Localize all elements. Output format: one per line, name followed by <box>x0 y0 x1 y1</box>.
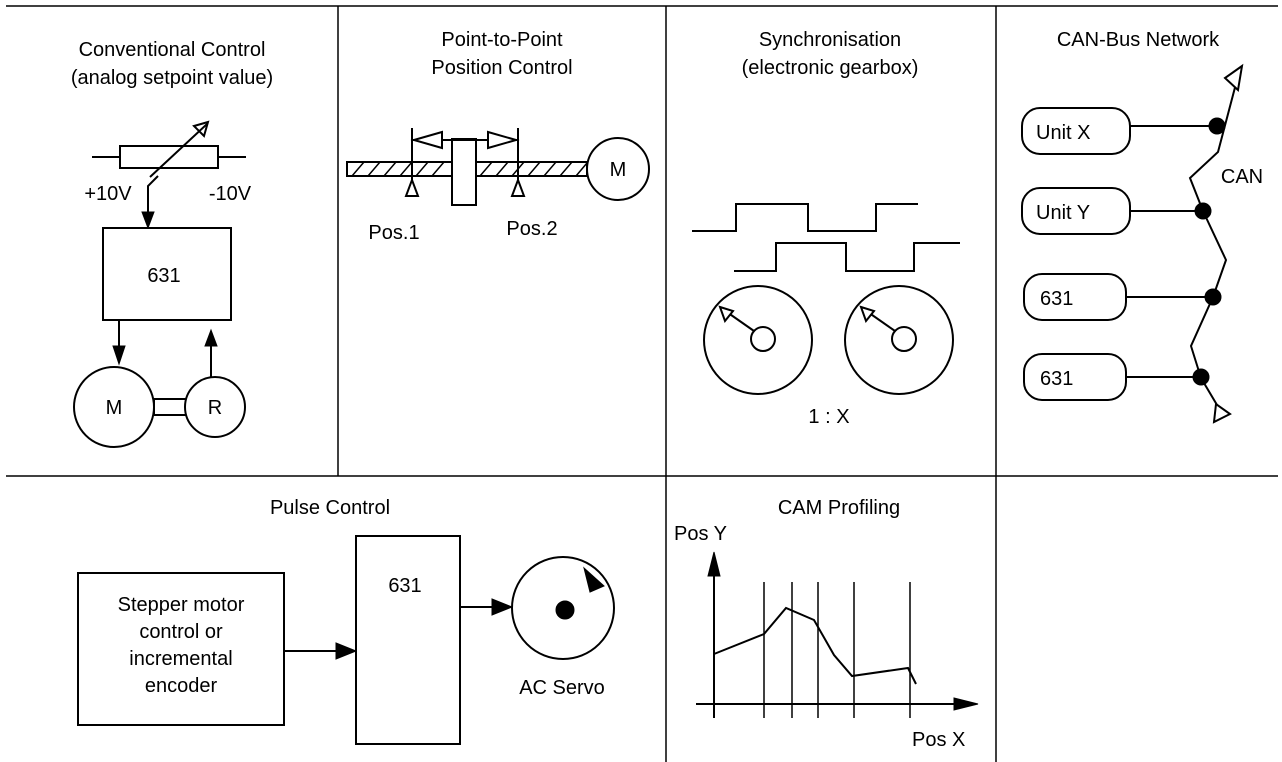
resolver-circle <box>184 376 246 438</box>
gear-disc-right-icon <box>844 285 954 395</box>
wiper-arrow-icon <box>141 211 155 230</box>
can-tap-dot <box>1204 288 1222 306</box>
ac-servo-icon <box>511 556 615 660</box>
can-node-label: Unit Y <box>1036 202 1090 224</box>
feedback-arrow-icon <box>204 328 218 347</box>
slave-pulse-train <box>734 242 960 272</box>
can-node-label: 631 <box>1040 368 1073 390</box>
point-to-point-panel: Point-to-Point Position Control Pos.1 Po… <box>346 29 650 244</box>
bus-end-bottom-icon <box>1212 402 1232 424</box>
can-bus-label: CAN <box>1221 166 1263 188</box>
can-tap-dot <box>1208 117 1226 135</box>
cam-title: CAM Profiling <box>778 497 900 519</box>
travel-left-arrow-icon <box>410 130 443 150</box>
p2p-title-line1: Point-to-Point <box>441 29 563 51</box>
master-pulse-train <box>692 203 918 232</box>
sync-title-line2: (electronic gearbox) <box>742 57 919 79</box>
p2p-motor-circle <box>586 137 650 201</box>
pulse-control-panel: Pulse Control Stepper motor control or i… <box>77 497 615 745</box>
cam-y-axis-label: Pos Y <box>674 523 727 545</box>
panel-grid <box>6 5 1278 762</box>
pos1-label: Pos.1 <box>368 222 419 244</box>
minus-10v-label: -10V <box>209 183 252 205</box>
shaft-coupling <box>153 398 187 416</box>
carriage-block <box>451 138 477 206</box>
gear-ratio-label: 1 : X <box>808 406 849 428</box>
drive-631-label: 631 <box>147 265 180 287</box>
pulse-title: Pulse Control <box>270 497 390 519</box>
pos2-label: Pos.2 <box>506 218 557 240</box>
cam-x-axis-label: Pos X <box>912 729 965 751</box>
resolver-label: R <box>208 397 222 419</box>
sync-title-line1: Synchronisation <box>759 29 901 51</box>
pulse-drive-631-label: 631 <box>388 575 421 597</box>
motor-label: M <box>106 397 123 419</box>
can-bus-line <box>1188 75 1239 411</box>
pos2-marker-icon <box>510 177 526 197</box>
servo-arrow-icon <box>491 598 514 616</box>
drive-631-box <box>102 227 232 321</box>
pulse-input-arrow-icon <box>335 642 358 660</box>
pulse-source-line2: control or <box>139 621 223 643</box>
can-node-unit-x <box>1021 107 1131 155</box>
can-bus-panel: CAN-Bus Network CAN Unit X Unit Y 631 63… <box>1021 29 1263 424</box>
can-node-label: Unit X <box>1036 122 1090 144</box>
cam-profile-curve <box>713 606 917 685</box>
cam-grid-lines <box>763 582 911 718</box>
potentiometer-icon <box>92 120 246 178</box>
cam-y-axis-arrow-icon <box>707 551 721 577</box>
conventional-control-panel: Conventional Control (analog setpoint va… <box>71 39 273 448</box>
plus-10v-label: +10V <box>84 183 132 205</box>
pulse-source-box <box>77 572 285 726</box>
conventional-title-line2: (analog setpoint value) <box>71 67 273 89</box>
gear-disc-left-icon <box>703 285 813 395</box>
cam-profiling-panel: CAM Profiling Pos Y Pos X <box>674 497 979 751</box>
pos1-marker-icon <box>404 177 420 197</box>
cam-x-axis-arrow-icon <box>953 697 979 711</box>
motor-feed-arrow-icon <box>112 345 126 366</box>
p2p-title-line2: Position Control <box>431 57 572 79</box>
p2p-motor-label: M <box>610 159 627 181</box>
pulse-source-line1: Stepper motor <box>118 594 245 616</box>
ac-servo-label: AC Servo <box>519 677 605 699</box>
pulse-source-line4: encoder <box>145 675 218 697</box>
conventional-title-line1: Conventional Control <box>79 39 266 61</box>
can-tap-dot <box>1194 202 1212 220</box>
can-title: CAN-Bus Network <box>1057 29 1220 51</box>
bus-end-top-icon <box>1223 63 1244 92</box>
travel-right-arrow-icon <box>487 130 520 150</box>
pulse-drive-631-box <box>355 535 461 745</box>
synchronisation-panel: Synchronisation (electronic gearbox) 1 :… <box>692 29 960 428</box>
can-node-label: 631 <box>1040 288 1073 310</box>
can-tap-dot <box>1192 368 1210 386</box>
pulse-source-line3: incremental <box>129 648 232 670</box>
